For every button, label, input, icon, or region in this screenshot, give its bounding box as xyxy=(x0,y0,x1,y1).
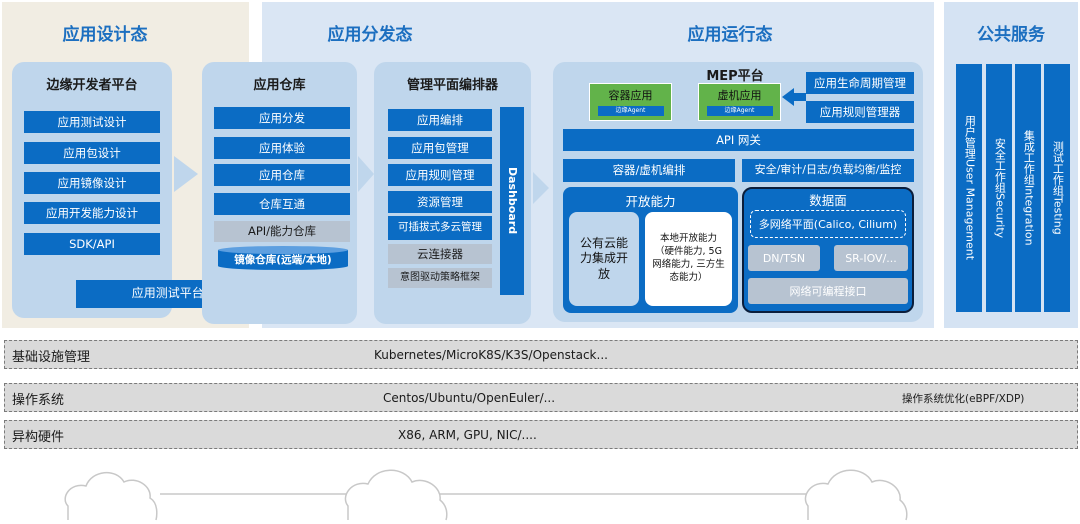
cloud-network-line xyxy=(64,469,908,521)
band-os xyxy=(4,383,1078,412)
security-audit-monitor[interactable]: 安全/审计/日志/负载均衡/监控 xyxy=(742,159,914,182)
public-security-label: 安全工作组Security xyxy=(993,137,1007,239)
api-gateway[interactable]: API 网关 xyxy=(563,129,914,151)
orch-item-resources[interactable]: 资源管理 xyxy=(388,191,492,213)
data-plane-title: 数据面 xyxy=(809,193,847,208)
vm-app-box[interactable]: 虚机应用 边缘Agent xyxy=(698,83,781,121)
design-item-capability[interactable]: 应用开发能力设计 xyxy=(24,202,160,224)
public-integration-label: 集成工作组Integration xyxy=(1022,130,1036,246)
flow-arrow-1 xyxy=(174,156,198,192)
orch-item-orchestrate[interactable]: 应用编排 xyxy=(388,109,492,131)
band-os-label: 操作系统 xyxy=(12,393,65,408)
runtime-column-title: 应用运行态 xyxy=(687,25,773,45)
dashboard-bar[interactable]: Dashboard xyxy=(500,107,524,295)
mirror-repo-label: 镜像仓库(远端/本地) xyxy=(234,254,332,266)
distribution-column-title: 应用分发态 xyxy=(327,25,413,45)
band-infrastructure-text: Kubernetes/MicroK8S/K3S/Openstack... xyxy=(374,348,608,362)
orch-item-rules[interactable]: 应用规则管理 xyxy=(388,164,492,186)
repo-item-experience[interactable]: 应用体验 xyxy=(214,137,350,159)
container-app-label: 容器应用 xyxy=(608,89,653,102)
orch-cloud-connector[interactable]: 云连接器 xyxy=(388,244,492,264)
band-infrastructure xyxy=(4,340,1078,369)
sr-iov[interactable]: SR-IOV/... xyxy=(834,245,908,271)
flow-arrow-2 xyxy=(358,156,374,192)
repo-api-capability[interactable]: API/能力仓库 xyxy=(214,221,350,242)
orchestrator-title: 管理平面编排器 xyxy=(406,78,498,93)
dn-tsn[interactable]: DN/TSN xyxy=(748,245,820,271)
orch-intent-framework[interactable]: 意图驱动策略框架 xyxy=(388,268,492,288)
rules-manager[interactable]: 应用规则管理器 xyxy=(806,101,914,123)
vm-app-agent: 边缘Agent xyxy=(706,106,773,116)
public-integration[interactable]: 集成工作组Integration xyxy=(1015,64,1041,312)
public-testing-label: 测试工作组Testing xyxy=(1051,141,1065,235)
design-item-image[interactable]: 应用镜像设计 xyxy=(24,172,160,194)
cylinder-icon xyxy=(218,246,348,270)
band-hardware-text: X86, ARM, GPU, NIC/.... xyxy=(398,428,537,442)
design-item-sdk[interactable]: SDK/API xyxy=(24,233,160,255)
mep-title: MEP平台 xyxy=(706,69,764,84)
repo-item-interop[interactable]: 仓库互通 xyxy=(214,193,350,215)
public-cloud-label: 公有云能力集成开放 xyxy=(580,235,629,281)
cloud-icon-3 xyxy=(804,469,908,521)
flow-arrow-3 xyxy=(533,172,549,204)
band-hardware-label: 异构硬件 xyxy=(12,430,65,445)
repo-item-distribute[interactable]: 应用分发 xyxy=(214,107,350,129)
container-vm-orchestration[interactable]: 容器/虚机编排 xyxy=(563,159,735,182)
public-user-management-label: 用户管理User Management xyxy=(963,115,977,261)
open-capabilities-title: 开放能力 xyxy=(625,194,676,209)
band-infrastructure-label: 基础设施管理 xyxy=(12,350,91,365)
cloud-icon-1 xyxy=(64,472,158,521)
container-app-agent: 边缘Agent xyxy=(597,106,664,116)
developer-platform-title: 边缘开发者平台 xyxy=(46,78,138,93)
mirror-repo-cylinder[interactable]: 镜像仓库(远端/本地) xyxy=(218,246,348,270)
band-os-right: 操作系统优化(eBPF/XDP) xyxy=(902,393,1025,405)
container-app-box[interactable]: 容器应用 边缘Agent xyxy=(589,83,672,121)
orch-item-multicloud[interactable]: 可插拔式多云管理 xyxy=(388,216,492,240)
public-column-title: 公共服务 xyxy=(977,25,1045,45)
lifecycle-mgmt[interactable]: 应用生命周期管理 xyxy=(806,72,914,94)
vm-app-label: 虚机应用 xyxy=(717,89,762,102)
vm-arrow-head xyxy=(782,88,794,106)
band-hardware xyxy=(4,420,1078,449)
local-capability[interactable]: 本地开放能力（硬件能力, 5G网络能力, 三方生态能力） xyxy=(645,212,732,306)
design-item-test[interactable]: 应用测试设计 xyxy=(24,111,160,133)
repo-item-repository[interactable]: 应用仓库 xyxy=(214,164,350,186)
cloud-icon-2 xyxy=(344,469,448,521)
vm-arrow-shaft xyxy=(792,93,806,101)
app-repo-title: 应用仓库 xyxy=(253,78,306,93)
public-user-management[interactable]: 用户管理User Management xyxy=(956,64,982,312)
dashboard-label: Dashboard xyxy=(506,167,520,235)
public-security[interactable]: 安全工作组Security xyxy=(986,64,1012,312)
multi-network-plane[interactable]: 多网络平面(Calico, Cilium) xyxy=(750,210,906,238)
design-item-package[interactable]: 应用包设计 xyxy=(24,142,160,164)
orch-item-package[interactable]: 应用包管理 xyxy=(388,137,492,159)
band-os-text: Centos/Ubuntu/OpenEuler/... xyxy=(383,391,556,405)
design-column-title: 应用设计态 xyxy=(62,25,148,45)
public-cloud-capability[interactable]: 公有云能力集成开放 xyxy=(569,212,639,306)
local-capability-label: 本地开放能力（硬件能力, 5G网络能力, 三方生态能力） xyxy=(652,233,725,283)
network-programmable-interface[interactable]: 网络可编程接口 xyxy=(748,278,908,304)
public-testing[interactable]: 测试工作组Testing xyxy=(1044,64,1070,312)
